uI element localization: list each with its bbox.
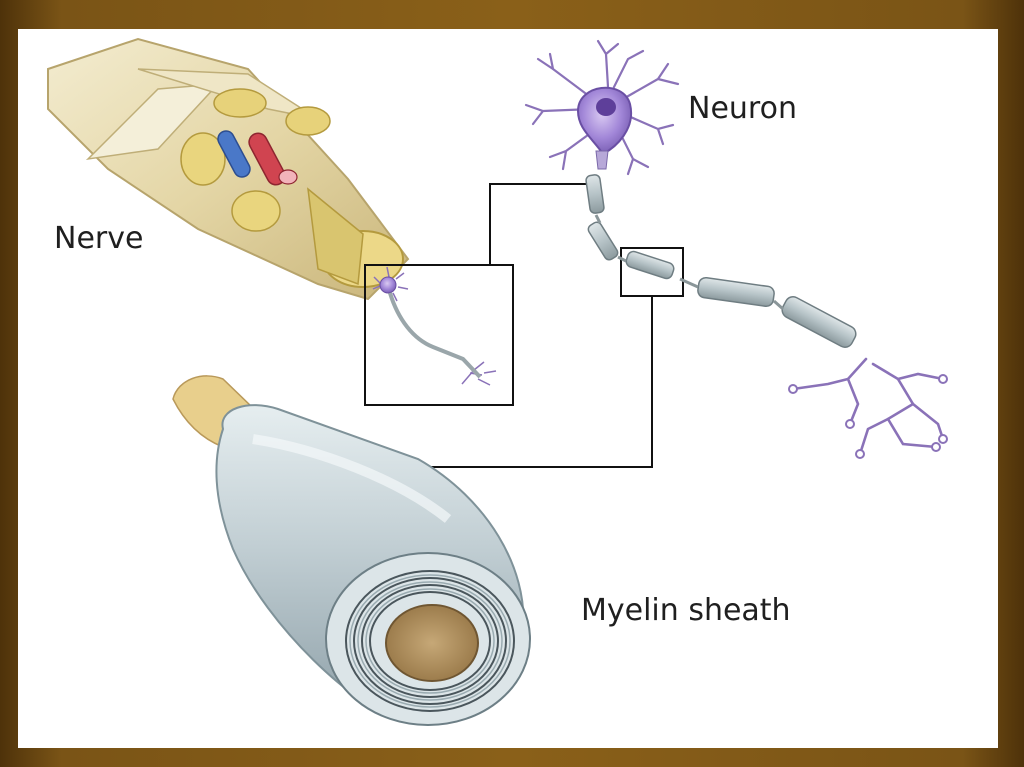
- neuron-inset: [373, 267, 496, 385]
- nerve-illustration: [48, 39, 408, 299]
- nerve-label: Nerve: [54, 222, 143, 256]
- neuron-label: Neuron: [688, 92, 797, 126]
- myelin-callout-leader: [408, 296, 652, 467]
- callout-lines: [365, 184, 683, 467]
- myelin-sheath-illustration: [173, 376, 530, 725]
- diagram-illustration: [18, 29, 998, 748]
- diagram-canvas: Nerve Neuron Myelin sheath: [18, 29, 998, 748]
- neuron-callout-leader: [490, 184, 596, 265]
- myelin-sheath-label: Myelin sheath: [581, 594, 791, 628]
